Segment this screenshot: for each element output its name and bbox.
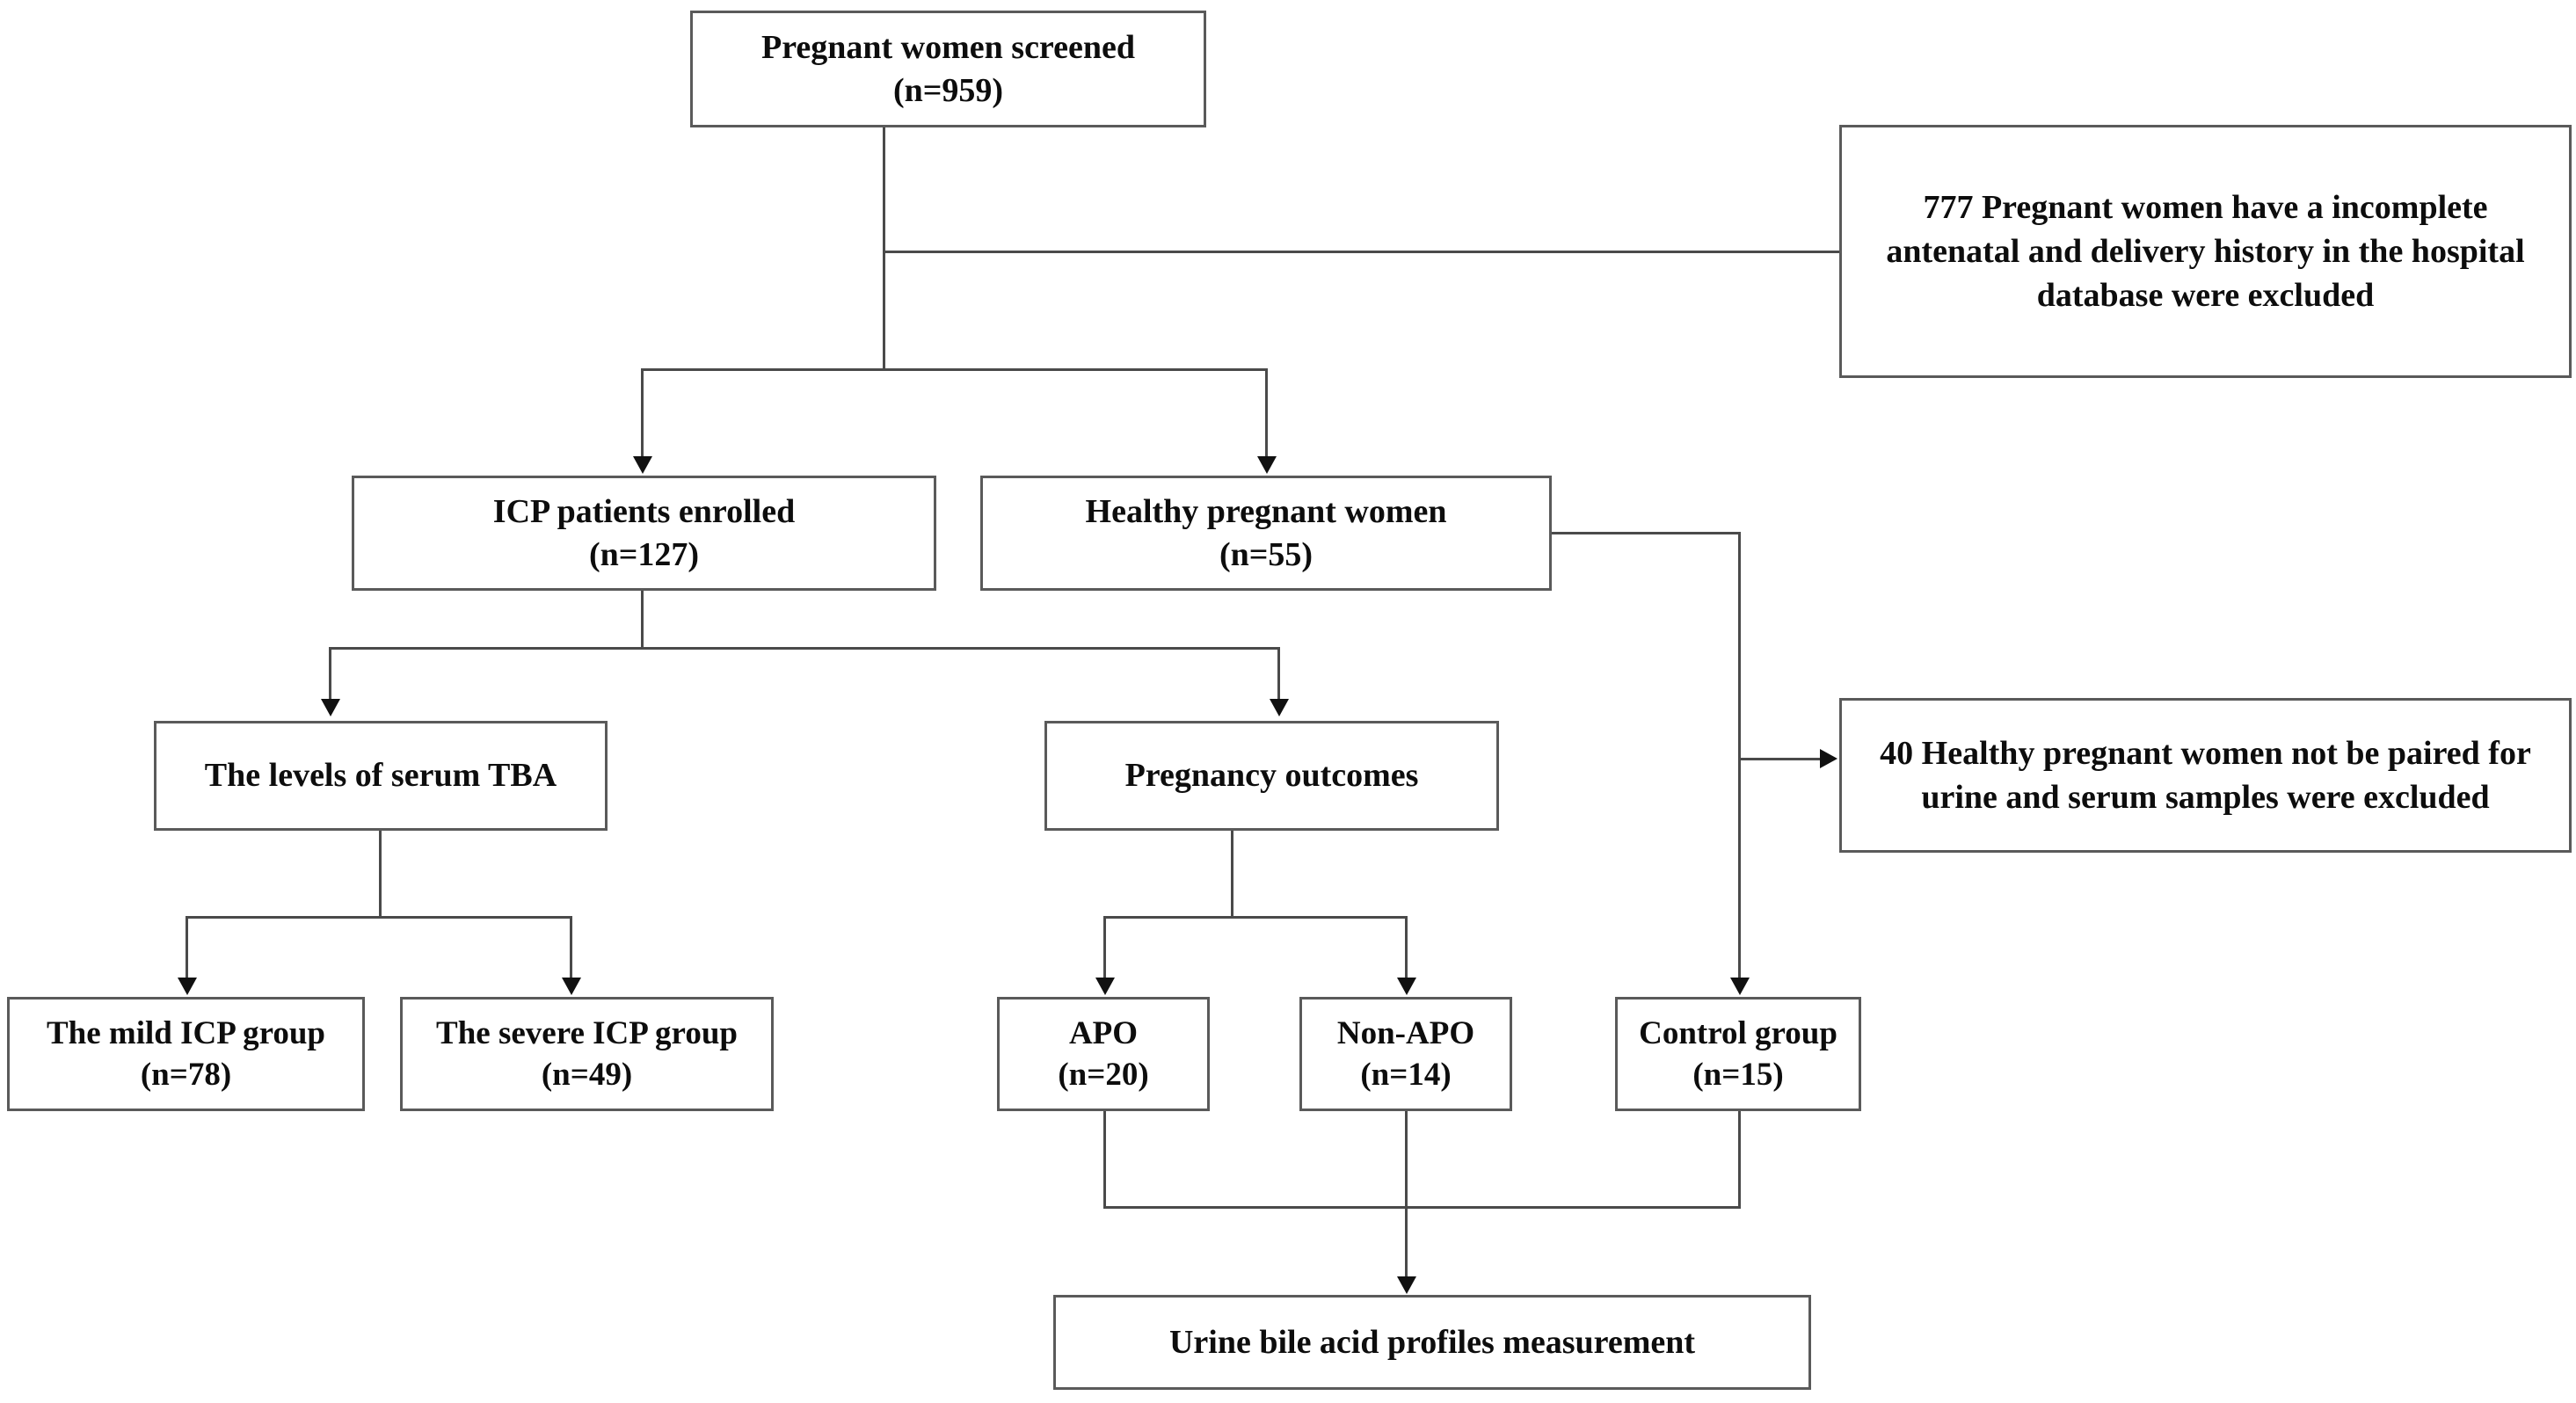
- node-non-apo[interactable]: Non-APO (n=14): [1299, 997, 1512, 1111]
- node-apo-line1: APO: [1068, 1014, 1139, 1051]
- connector-pregnancy-outcomes-stem: [1231, 831, 1233, 916]
- node-mild-icp-line1: The mild ICP group: [47, 1014, 325, 1051]
- node-pregnant-women-screened[interactable]: Pregnant women screened (n=959): [690, 11, 1206, 127]
- node-urine-measurement-line1: Urine bile acid profiles measurement: [1168, 1323, 1696, 1361]
- node-excluded-40-text: 40 Healthy pregnant women not be paired …: [1880, 734, 2531, 816]
- connector-to-non-apo: [1405, 916, 1408, 979]
- node-excluded-777[interactable]: 777 Pregnant women have a incomplete ant…: [1839, 125, 2572, 378]
- connector-split-bar-outcome-groups: [1103, 916, 1408, 919]
- connector-non-apo-down: [1405, 1111, 1408, 1209]
- arrow-to-apo-icon: [1095, 978, 1115, 995]
- node-non-apo-line1: Non-APO: [1336, 1014, 1475, 1051]
- connector-healthy-to-excluded40: [1738, 758, 1822, 760]
- connector-split-bar-icp-groups: [186, 916, 572, 919]
- arrow-to-healthy-icon: [1257, 456, 1277, 474]
- node-levels-of-serum-tba[interactable]: The levels of serum TBA: [154, 721, 608, 831]
- arrow-to-urine-measurement-icon: [1397, 1276, 1416, 1294]
- connector-split-bar-level3: [329, 647, 1280, 650]
- node-screened-line1: Pregnant women screened: [761, 28, 1135, 66]
- connector-to-mild-icp: [186, 916, 188, 979]
- node-control-group[interactable]: Control group (n=15): [1615, 997, 1861, 1111]
- node-mild-icp-group[interactable]: The mild ICP group (n=78): [7, 997, 365, 1111]
- arrow-to-control-icon: [1730, 978, 1750, 995]
- node-urine-bile-acid-measurement[interactable]: Urine bile acid profiles measurement: [1053, 1295, 1811, 1390]
- connector-to-severe-icp: [570, 916, 572, 979]
- connector-to-serum-tba: [329, 647, 331, 702]
- connector-screened-to-excluded777: [883, 251, 1839, 253]
- arrow-to-serum-tba-icon: [321, 699, 340, 716]
- node-apo[interactable]: APO (n=20): [997, 997, 1210, 1111]
- node-excluded-777-text: 777 Pregnant women have a incomplete ant…: [1886, 188, 2525, 315]
- connector-healthy-down: [1738, 532, 1741, 980]
- connector-merge-bar-bottom: [1103, 1206, 1741, 1209]
- node-serum-tba-line1: The levels of serum TBA: [204, 757, 557, 795]
- node-healthy-line1: Healthy pregnant women: [1085, 492, 1447, 530]
- node-healthy-pregnant-women[interactable]: Healthy pregnant women (n=55): [980, 476, 1552, 591]
- arrow-to-non-apo-icon: [1397, 978, 1416, 995]
- connector-apo-down: [1103, 1111, 1106, 1209]
- node-apo-line2: (n=20): [1058, 1057, 1149, 1093]
- node-icp-line1: ICP patients enrolled: [492, 492, 796, 530]
- connector-serum-tba-stem: [379, 831, 382, 916]
- node-control-line1: Control group: [1639, 1014, 1837, 1051]
- node-healthy-line2: (n=55): [1219, 535, 1313, 573]
- connector-to-icp: [641, 368, 644, 460]
- connector-to-healthy: [1265, 368, 1268, 460]
- node-severe-icp-line2: (n=49): [541, 1057, 633, 1093]
- arrow-to-pregnancy-outcomes-icon: [1270, 699, 1289, 716]
- connector-to-pregnancy-outcomes: [1277, 647, 1280, 702]
- connector-screened-stem: [883, 127, 885, 370]
- connector-to-urine-measurement: [1405, 1206, 1408, 1279]
- arrow-to-severe-icp-icon: [562, 978, 581, 995]
- connector-healthy-right: [1552, 532, 1741, 534]
- node-severe-icp-line1: The severe ICP group: [436, 1014, 738, 1051]
- node-excluded-40[interactable]: 40 Healthy pregnant women not be paired …: [1839, 698, 2572, 853]
- node-severe-icp-group[interactable]: The severe ICP group (n=49): [400, 997, 774, 1111]
- connector-icp-stem: [641, 591, 644, 649]
- connector-split-bar-level2: [641, 368, 1268, 371]
- arrow-to-icp-icon: [633, 456, 652, 474]
- node-pregnancy-outcomes-line1: Pregnancy outcomes: [1124, 757, 1419, 795]
- node-mild-icp-line2: (n=78): [140, 1057, 232, 1093]
- arrow-to-mild-icp-icon: [178, 978, 197, 995]
- node-non-apo-line2: (n=14): [1360, 1057, 1452, 1093]
- node-icp-line2: (n=127): [588, 535, 700, 573]
- node-screened-line2: (n=959): [892, 71, 1004, 109]
- connector-control-down: [1738, 1111, 1741, 1209]
- arrow-to-excluded40-icon: [1820, 749, 1837, 768]
- connector-to-apo: [1103, 916, 1106, 979]
- node-control-line2: (n=15): [1692, 1057, 1784, 1093]
- node-pregnancy-outcomes[interactable]: Pregnancy outcomes: [1044, 721, 1499, 831]
- node-icp-patients-enrolled[interactable]: ICP patients enrolled (n=127): [352, 476, 936, 591]
